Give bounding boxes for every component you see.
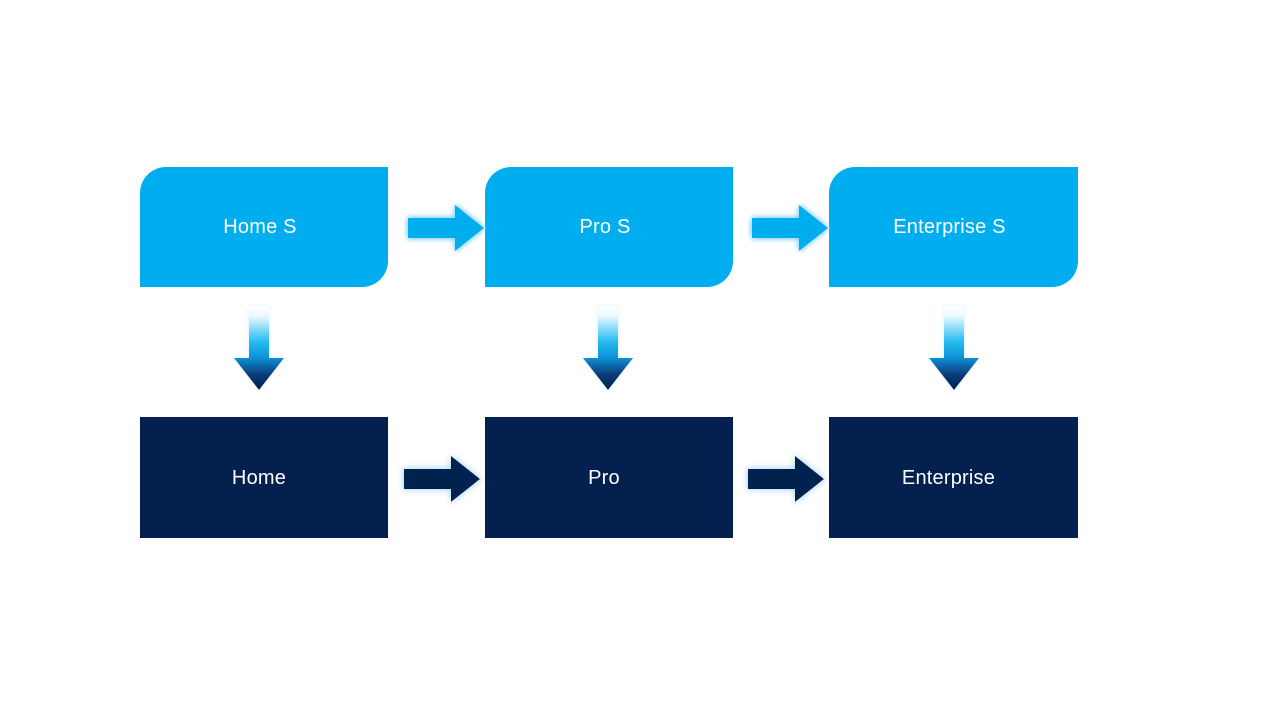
product-arrow-1 bbox=[404, 454, 482, 504]
arrow-down-icon bbox=[234, 306, 284, 390]
node-enterprise[interactable]: Enterprise bbox=[829, 417, 1078, 538]
node-pro[interactable]: Pro bbox=[485, 417, 733, 538]
down-arrow-2 bbox=[580, 306, 636, 392]
arrow-down-icon bbox=[583, 306, 633, 390]
node-label: Home S bbox=[223, 216, 297, 238]
node-label: Home bbox=[231, 466, 287, 489]
service-arrow-2 bbox=[752, 203, 830, 253]
arrow-right-icon bbox=[748, 456, 824, 502]
node-label: Enterprise bbox=[901, 466, 996, 489]
down-arrow-1 bbox=[231, 306, 287, 392]
node-home[interactable]: Home bbox=[140, 417, 388, 538]
node-enterprise-s[interactable]: Enterprise S bbox=[829, 167, 1078, 287]
node-label: Pro S bbox=[579, 216, 631, 238]
arrow-right-icon bbox=[752, 205, 828, 251]
arrow-right-icon bbox=[408, 205, 484, 251]
node-label: Enterprise S bbox=[893, 216, 1006, 238]
service-arrow-1 bbox=[408, 203, 486, 253]
arrow-down-icon bbox=[929, 306, 979, 390]
down-arrow-3 bbox=[926, 306, 982, 392]
node-pro-s[interactable]: Pro S bbox=[485, 167, 733, 287]
node-label: Pro bbox=[588, 466, 620, 489]
node-home-s[interactable]: Home S bbox=[140, 167, 388, 287]
product-arrow-2 bbox=[748, 454, 826, 504]
arrow-right-icon bbox=[404, 456, 480, 502]
